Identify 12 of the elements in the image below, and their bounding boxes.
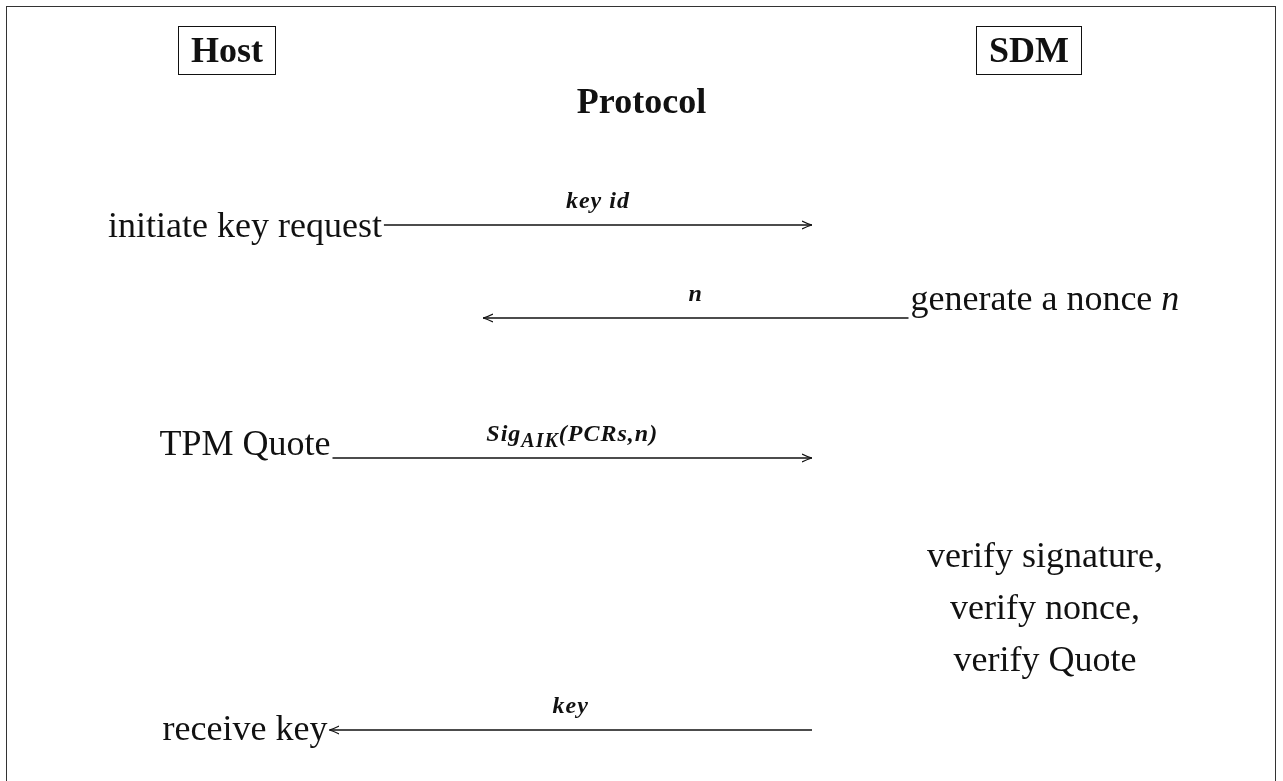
step-text: verify signature, verify nonce, verify Quote bbox=[926, 533, 1164, 681]
edge-label: key bbox=[552, 692, 589, 719]
column-heading: Host bbox=[178, 26, 276, 76]
heading: Protocol bbox=[575, 80, 708, 122]
step-text: initiate key request bbox=[108, 204, 382, 247]
column-heading: SDM bbox=[976, 26, 1082, 76]
edge-label: key id bbox=[565, 187, 630, 214]
edge-label: n bbox=[688, 280, 703, 307]
step-text: TPM Quote bbox=[159, 422, 331, 465]
step-text: receive key bbox=[162, 707, 328, 750]
step-text: generate a nonce n bbox=[910, 277, 1180, 320]
edge-label: Sig$_{AIK}$(PCRs,n) bbox=[486, 420, 659, 452]
